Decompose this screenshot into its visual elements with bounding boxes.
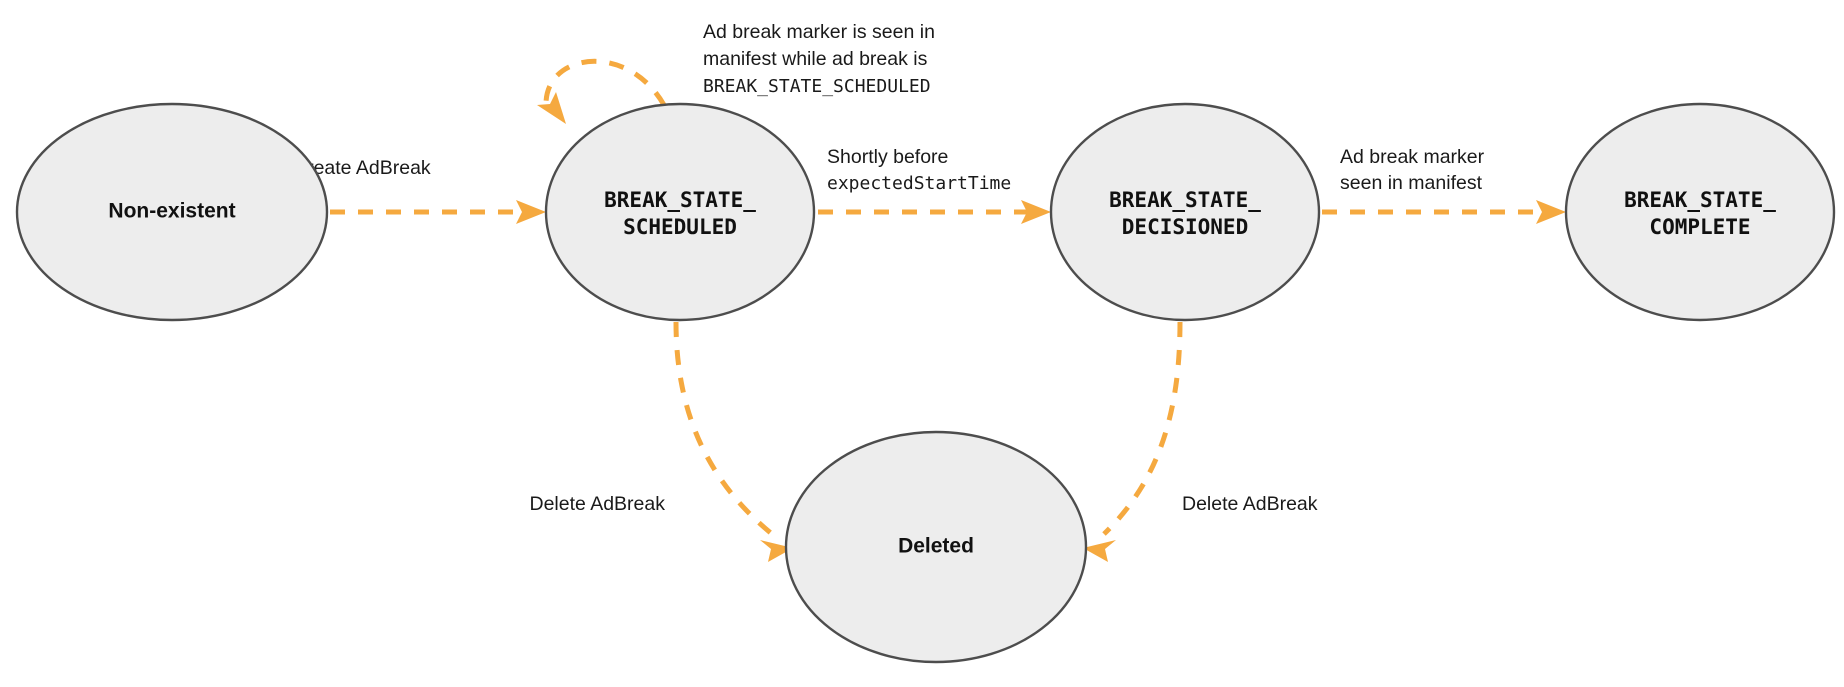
edge-delete-adbreak-from-scheduled[interactable]: Delete AdBreak [529,321,793,562]
edge-delete-adbreak-from-decisioned[interactable]: Delete AdBreak [1083,321,1318,562]
edge-delete-left-arrowhead [760,540,793,562]
node-non-existent-shape [15,102,329,322]
edge-marker-seen-label-line-0: Ad break marker [1340,146,1485,168]
edge-delete-left-label: Delete AdBreak [529,493,665,515]
node-deleted-label: Deleted [898,535,974,558]
edge-delete-right-label-part-0: Delete [1182,493,1243,515]
node-break-state-decisioned[interactable]: BREAK_STATE_ DECISIONED [1049,102,1321,322]
edge-self-loop-arrowhead [537,92,566,124]
node-break-state-scheduled-label-line-1: SCHEDULED [623,215,737,239]
edge-self-loop-label-line-0: Ad break marker is seen in [703,21,935,43]
node-break-state-scheduled[interactable]: BREAK_STATE_ SCHEDULED [544,102,816,322]
edge-create-adbreak-label-part-1: AdBreak [356,157,431,179]
edge-marker-seen-label-line-1: seen in manifest [1340,172,1483,194]
node-non-existent-label: Non-existent [108,200,235,223]
edge-self-loop-label-line-2: BREAK_STATE_SCHEDULED [703,76,931,97]
edge-delete-right-label-part-1: AdBreak [1243,493,1318,515]
node-break-state-complete-label-line-0: BREAK_STATE_ [1624,188,1776,212]
edge-delete-right-label: Delete AdBreak [1182,493,1318,515]
node-break-state-decisioned-label-line-1: DECISIONED [1122,215,1248,239]
edge-delete-right-line [1102,321,1183,536]
edge-marker-seen-arrowhead [1536,200,1566,224]
node-break-state-decisioned-shape [1049,102,1321,322]
node-break-state-scheduled-shape [544,102,816,322]
node-break-state-complete-shape [1564,102,1836,322]
node-break-state-complete[interactable]: BREAK_STATE_ COMPLETE [1564,102,1836,322]
edge-shortly-before-expected-start-time[interactable]: Shortly before expectedStartTime [818,146,1051,224]
edge-delete-left-line [673,321,774,536]
edge-delete-left-label-part-0: Delete [529,493,590,515]
node-deleted-shape [784,430,1088,664]
node-break-state-scheduled-label-line-0: BREAK_STATE_ [604,188,756,212]
edge-marker-seen-in-manifest[interactable]: Ad break marker seen in manifest [1322,146,1566,224]
edge-self-loop-line [543,58,667,107]
edge-shortly-before-label-line-1: expectedStartTime [827,173,1011,194]
edge-self-loop-label-line-1: manifest while ad break is [703,48,928,70]
node-non-existent[interactable]: Non-existent [15,102,329,322]
edge-create-adbreak-arrowhead [516,200,546,224]
edge-marker-seen-while-scheduled[interactable]: Ad break marker is seen in manifest whil… [537,21,935,124]
node-break-state-decisioned-label-line-0: BREAK_STATE_ [1109,188,1261,212]
edge-create-adbreak[interactable]: Create AdBreak [293,157,546,224]
edge-shortly-before-arrowhead [1021,200,1051,224]
edge-shortly-before-label-line-0: Shortly before [827,146,948,168]
edge-delete-left-label-part-1: AdBreak [590,493,665,515]
node-break-state-complete-label-line-1: COMPLETE [1649,215,1750,239]
edge-delete-right-arrowhead [1083,540,1116,562]
node-deleted[interactable]: Deleted [784,430,1088,664]
